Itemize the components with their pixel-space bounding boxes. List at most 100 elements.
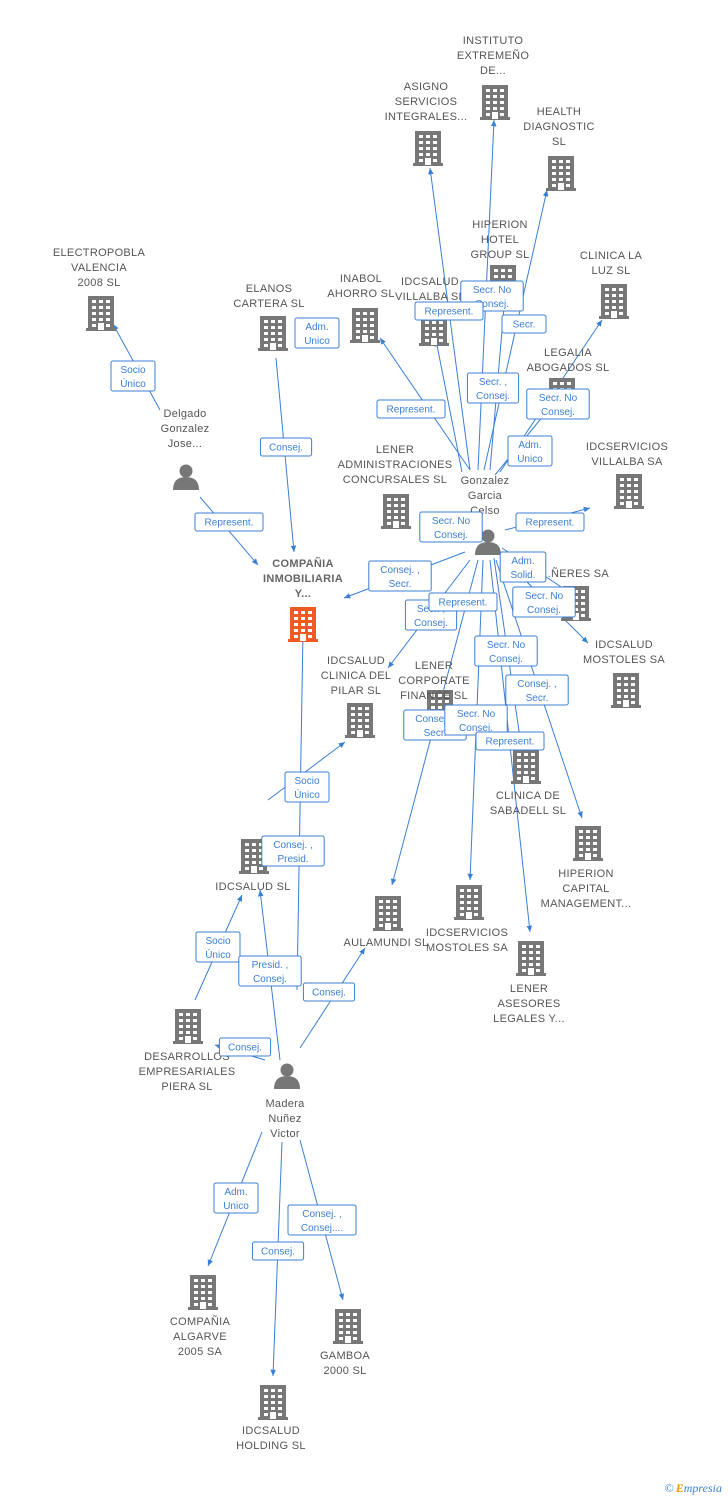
relation-label[interactable]: Represent. [414, 301, 484, 321]
node-label: Gonzalez [161, 423, 210, 435]
relation-edge [267, 741, 346, 801]
relation-text: Consej. [489, 654, 523, 665]
relation-text: Adm. [511, 556, 534, 567]
building-icon [599, 284, 629, 319]
relation-text: Socio [205, 936, 230, 947]
relation-text: Represent. [439, 598, 488, 609]
relation-label[interactable]: Presid. ,Consej. [238, 955, 302, 987]
building-icon [345, 703, 375, 738]
relation-text: Único [120, 377, 146, 390]
relation-text: Represent. [526, 518, 575, 529]
node-label: MOSTOLES SA [583, 654, 665, 666]
node-label: CARTERA SL [233, 298, 304, 310]
node-label: INTEGRALES... [385, 111, 468, 123]
person-node[interactable]: DelgadoGonzalezJose... [161, 408, 210, 490]
relation-label[interactable]: Consej. ,Consej.... [287, 1204, 357, 1236]
node-label: LENER [376, 444, 414, 456]
relation-text: Represent. [486, 737, 535, 748]
relation-text: Unico [517, 454, 543, 465]
company-node[interactable]: ASIGNOSERVICIOSINTEGRALES... [385, 81, 468, 166]
empresia-logo[interactable]: ©Empresia [665, 1481, 722, 1496]
node-label: MOSTOLES SA [426, 942, 508, 954]
node-label: DIAGNOSTIC [523, 121, 594, 133]
relation-label[interactable]: Represent. [376, 399, 446, 419]
company-node[interactable]: COMPAÑIAINMOBILIARIAY... [263, 557, 343, 642]
relation-label[interactable]: Consej. [302, 982, 356, 1002]
node-label: 2000 SL [323, 1365, 366, 1377]
relation-text: Secr. [389, 579, 412, 590]
node-label: IDCSERVICIOS [586, 441, 668, 453]
building-icon [413, 131, 443, 166]
company-node[interactable]: AULAMUNDI SL [344, 896, 429, 949]
building-icon [573, 826, 603, 861]
company-node[interactable]: HIPERIONCAPITALMANAGEMENT... [541, 826, 632, 910]
relation-label[interactable]: Represent. [515, 512, 585, 532]
brand-name: mpresia [683, 1481, 722, 1495]
node-label: IDCSALUD SL [215, 881, 290, 893]
relation-label[interactable]: Adm.Solid. [499, 551, 547, 583]
relation-text: Consej. [475, 299, 509, 310]
relation-label[interactable]: Consej. [251, 1241, 305, 1261]
relation-text: Consej.... [301, 1223, 343, 1234]
person-icon [274, 1063, 300, 1089]
building-icon [614, 474, 644, 509]
relation-label[interactable]: Represent. [475, 731, 545, 751]
building-icon [288, 607, 318, 642]
relation-label[interactable]: Consej. [218, 1037, 272, 1057]
relation-label[interactable]: Represent. [194, 512, 264, 532]
building-icon [546, 156, 576, 191]
relation-text: Secr. [526, 693, 549, 704]
node-label: LENER [415, 660, 453, 672]
relation-text: Consej. [459, 723, 493, 734]
relation-label[interactable]: Consej. ,Secr. [368, 560, 432, 592]
node-label: ASIGNO [404, 81, 449, 93]
company-node[interactable]: INSTITUTOEXTREMEÑODE... [457, 35, 530, 120]
relation-label[interactable]: Secr. ,Consej. [466, 372, 520, 404]
relation-text: Unico [304, 336, 330, 347]
relation-label[interactable]: Consej. [259, 437, 313, 457]
relation-text: Adm. [224, 1187, 247, 1198]
node-label: INMOBILIARIA [263, 573, 343, 585]
relation-text: Adm. [518, 440, 541, 451]
node-label: VILLALBA SL [395, 291, 465, 303]
relation-text: Consej. [312, 988, 346, 999]
relation-text: Secr. [424, 728, 447, 739]
relation-label[interactable]: Consej. ,Presid. [261, 835, 325, 867]
building-icon [516, 941, 546, 976]
relation-label[interactable]: Adm. Unico [507, 435, 553, 467]
relation-label[interactable]: Consej. ,Secr. [505, 674, 569, 706]
relation-label[interactable]: Adm. Unico [294, 317, 340, 349]
node-label: ASESORES [498, 998, 561, 1010]
relation-text: Socio [294, 776, 319, 787]
node-label: COMPAÑIA [272, 557, 333, 570]
relation-text: Adm. [305, 322, 328, 333]
relation-label[interactable]: Adm.Unico [213, 1182, 259, 1214]
relation-label[interactable]: Secr. [501, 314, 547, 334]
relation-label[interactable]: Represent. [428, 592, 498, 612]
